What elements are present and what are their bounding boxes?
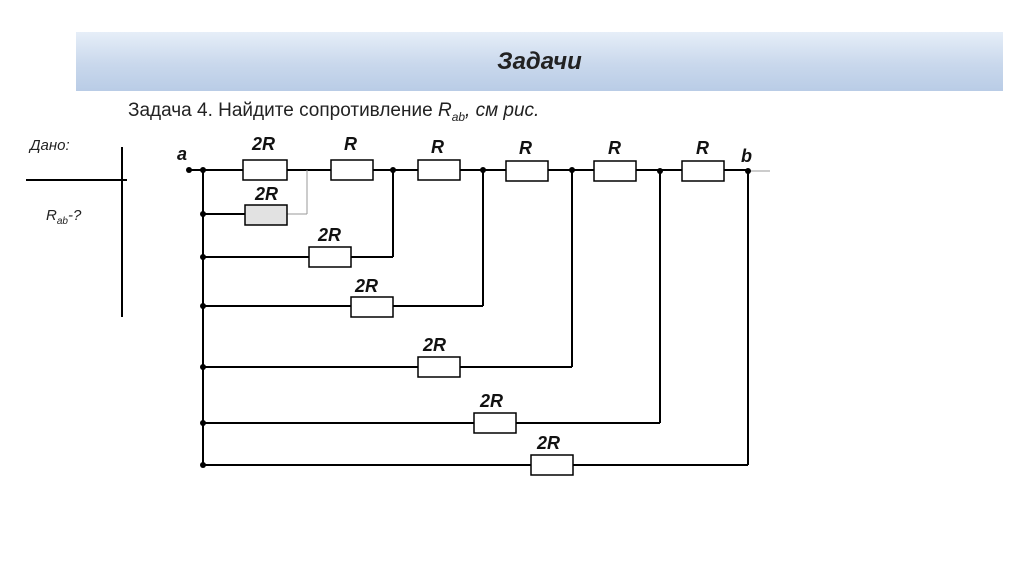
find-label: Rab-? [46,207,81,227]
junction-dot [390,167,396,173]
resistor-label: 2R [354,276,378,296]
node-a-label: a [177,144,187,164]
given-label: Дано: [30,137,70,154]
junction-dot [657,168,663,174]
resistor-label: R [344,134,357,154]
resistor-label: R [519,138,532,158]
resistor-top-6 [681,160,725,182]
resistor-label: 2R [479,391,503,411]
junction-dot [200,303,206,309]
resistor-label: R [608,138,621,158]
resistor-label: 2R [317,225,341,245]
task-prefix: Задача 4. Найдите сопротивление [128,100,438,121]
resistor-branch-5 [473,412,517,434]
title-bar: Задачи [76,32,1003,91]
junction-dot [200,211,206,217]
task-suffix: , см рис. [465,100,540,121]
resistor-top-4 [505,160,549,182]
resistor-top-1 [242,159,288,181]
resistor-branch-6 [530,454,574,476]
junction-dot [200,167,206,173]
resistor-label: 2R [536,433,560,453]
task-symbol: R [437,100,452,121]
junction-dot [745,168,751,174]
junction-dot [200,462,206,468]
junction-dot [200,420,206,426]
node-b-label: b [741,146,752,166]
resistor-label: 2R [251,134,275,154]
task-statement: Задача 4. Найдите сопротивление Rab, см … [128,100,539,124]
resistor-branch-3 [350,296,394,318]
given-divider-vertical [121,147,123,317]
resistor-top-2 [330,159,374,181]
resistor-label: R [431,137,444,157]
junction-dot [186,167,192,173]
resistor-top-5 [593,160,637,182]
resistor-label: 2R [254,184,278,204]
junction-dot [569,167,575,173]
resistor-label: 2R [422,335,446,355]
find-symbol: R [46,207,57,224]
page-title: Задачи [497,48,582,75]
find-suffix: -? [67,207,82,224]
task-subscript: ab [451,109,466,124]
resistor-branch-2 [308,246,352,268]
resistor-top-3 [417,159,461,181]
resistor-branch-1 [244,204,288,226]
junction-dot [200,254,206,260]
find-subscript: ab [56,216,68,227]
resistor-branch-4 [417,356,461,378]
junction-dot [480,167,486,173]
given-divider-horizontal [26,179,127,181]
junction-dot [200,364,206,370]
resistor-label: R [696,138,709,158]
